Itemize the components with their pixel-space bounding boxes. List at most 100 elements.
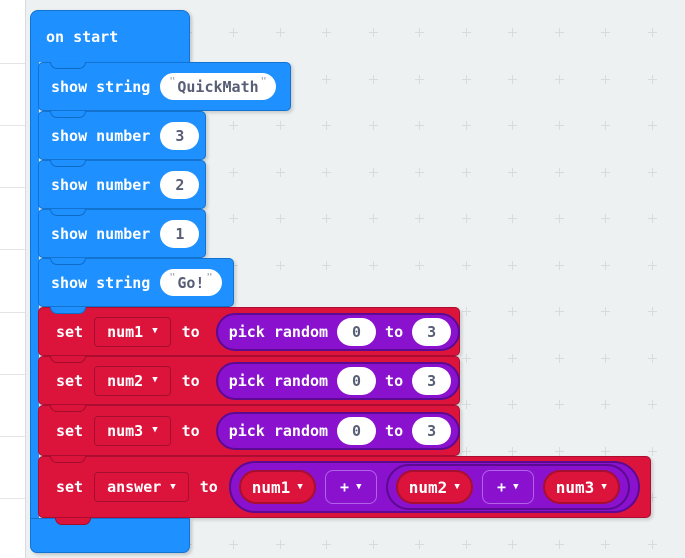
grid-cross bbox=[415, 74, 424, 84]
grid-cross bbox=[508, 400, 517, 409]
operator-dropdown[interactable]: + ▼ bbox=[324, 470, 377, 504]
number-field[interactable]: 0 bbox=[337, 366, 377, 395]
string-field[interactable]: " Go! " bbox=[160, 269, 222, 296]
on-start-label: on start bbox=[46, 27, 119, 46]
grid-cross bbox=[601, 167, 610, 177]
block-notch bbox=[50, 111, 86, 118]
grid-cross bbox=[647, 307, 657, 316]
string-value: Go! bbox=[177, 273, 205, 292]
grid-cross bbox=[601, 400, 610, 409]
number-field[interactable]: 3 bbox=[412, 416, 452, 445]
grid-cross bbox=[229, 214, 238, 223]
variable-pill[interactable]: num3 ▼ bbox=[542, 470, 620, 504]
grid-cross bbox=[554, 353, 564, 363]
set-label: set bbox=[56, 478, 84, 496]
show-number-block[interactable]: show number 1 bbox=[38, 209, 206, 258]
grid-cross bbox=[508, 446, 517, 456]
number-value: 3 bbox=[175, 126, 185, 145]
dropdown-arrow-icon: ▼ bbox=[170, 481, 176, 492]
grid-cross bbox=[461, 353, 471, 363]
grid-cross bbox=[461, 214, 471, 223]
addition-block-outer[interactable]: num1 ▼ + ▼ num2 ▼ + ▼ num3 ▼ bbox=[228, 461, 640, 513]
set-variable-block[interactable]: set num2 ▼ to pick random 0 to 3 bbox=[38, 356, 461, 405]
number-field[interactable]: 3 bbox=[412, 317, 452, 346]
variable-name: answer bbox=[107, 478, 162, 496]
on-start-block[interactable]: on start bbox=[30, 10, 190, 62]
variable-dropdown[interactable]: answer ▼ bbox=[94, 472, 189, 502]
string-field[interactable]: " QuickMath " bbox=[160, 73, 276, 100]
show-number-block[interactable]: show number 3 bbox=[38, 111, 206, 160]
grid-cross bbox=[461, 446, 471, 456]
show-string-block[interactable]: show string " QuickMath " bbox=[38, 62, 291, 111]
dropdown-arrow-icon: ▼ bbox=[152, 326, 158, 336]
toolbox-separator bbox=[0, 249, 25, 250]
grid-cross bbox=[647, 400, 657, 409]
set-variable-block[interactable]: set num3 ▼ to pick random 0 to 3 bbox=[38, 405, 461, 456]
grid-cross bbox=[415, 121, 424, 130]
pick-random-block[interactable]: pick random 0 to 3 bbox=[215, 361, 461, 400]
variable-name: num1 bbox=[107, 322, 144, 341]
grid-cross bbox=[275, 214, 285, 223]
variable-dropdown[interactable]: num3 ▼ bbox=[94, 415, 171, 446]
to-label: to bbox=[181, 371, 200, 390]
show-number-label: show number bbox=[51, 175, 151, 194]
grid-cross bbox=[229, 539, 238, 549]
to-word: to bbox=[385, 322, 404, 341]
grid-cross bbox=[415, 167, 424, 177]
toolbox-separator bbox=[0, 436, 25, 437]
variable-dropdown[interactable]: num1 ▼ bbox=[94, 316, 171, 347]
grid-cross bbox=[647, 74, 657, 84]
number-field[interactable]: 2 bbox=[160, 170, 200, 199]
set-label: set bbox=[56, 421, 84, 440]
grid-cross bbox=[322, 121, 331, 130]
grid-cross bbox=[368, 74, 378, 84]
variable-pill[interactable]: num2 ▼ bbox=[395, 470, 473, 504]
set-variable-block[interactable]: set answer ▼ to num1 ▼ + ▼ num2 ▼ + ▼ nu… bbox=[38, 456, 651, 518]
variable-dropdown[interactable]: num2 ▼ bbox=[94, 365, 171, 396]
on-start-spine bbox=[30, 62, 39, 518]
toolbox-separator bbox=[0, 312, 25, 313]
number-value: 3 bbox=[427, 421, 437, 440]
open-quote: " bbox=[169, 272, 176, 283]
grid-cross bbox=[647, 493, 657, 502]
grid-cross bbox=[647, 28, 657, 37]
variable-name: num3 bbox=[555, 477, 595, 497]
show-string-label: show string bbox=[51, 77, 151, 96]
number-field[interactable]: 1 bbox=[160, 219, 200, 248]
block-notch bbox=[50, 456, 86, 463]
number-value: 3 bbox=[427, 371, 437, 390]
toolbox-separator bbox=[0, 498, 25, 499]
dropdown-arrow-icon: ▼ bbox=[152, 425, 158, 435]
set-variable-block[interactable]: set num1 ▼ to pick random 0 to 3 bbox=[38, 307, 461, 356]
pick-random-block[interactable]: pick random 0 to 3 bbox=[215, 312, 461, 351]
variable-pill[interactable]: num1 ▼ bbox=[238, 470, 316, 504]
grid-cross bbox=[508, 28, 517, 37]
number-field[interactable]: 0 bbox=[337, 317, 377, 346]
pick-random-block[interactable]: pick random 0 to 3 bbox=[215, 411, 461, 450]
grid-cross bbox=[554, 260, 564, 270]
grid-cross bbox=[368, 121, 378, 130]
dropdown-arrow-icon: ▼ bbox=[297, 481, 303, 492]
grid-cross bbox=[647, 446, 657, 456]
grid-cross bbox=[415, 214, 424, 223]
show-string-block[interactable]: show string " Go! " bbox=[38, 258, 234, 307]
grid-cross bbox=[601, 28, 610, 37]
grid-cross bbox=[601, 214, 610, 223]
number-field[interactable]: 0 bbox=[337, 416, 377, 445]
grid-cross bbox=[322, 28, 331, 37]
grid-cross bbox=[275, 539, 285, 549]
grid-cross bbox=[647, 121, 657, 130]
operator-dropdown[interactable]: + ▼ bbox=[481, 470, 534, 504]
grid-cross bbox=[461, 400, 471, 409]
dropdown-arrow-icon: ▼ bbox=[152, 375, 158, 385]
grid-cross bbox=[461, 74, 471, 84]
number-field[interactable]: 3 bbox=[412, 366, 452, 395]
to-label: to bbox=[181, 322, 200, 341]
grid-cross bbox=[275, 121, 285, 130]
operator-symbol: + bbox=[497, 478, 507, 496]
toolbox-separator bbox=[0, 125, 25, 126]
number-field[interactable]: 3 bbox=[160, 121, 200, 150]
show-number-block[interactable]: show number 2 bbox=[38, 160, 206, 209]
grid-cross bbox=[461, 307, 471, 316]
addition-block-inner[interactable]: num2 ▼ + ▼ num3 ▼ bbox=[385, 464, 630, 510]
